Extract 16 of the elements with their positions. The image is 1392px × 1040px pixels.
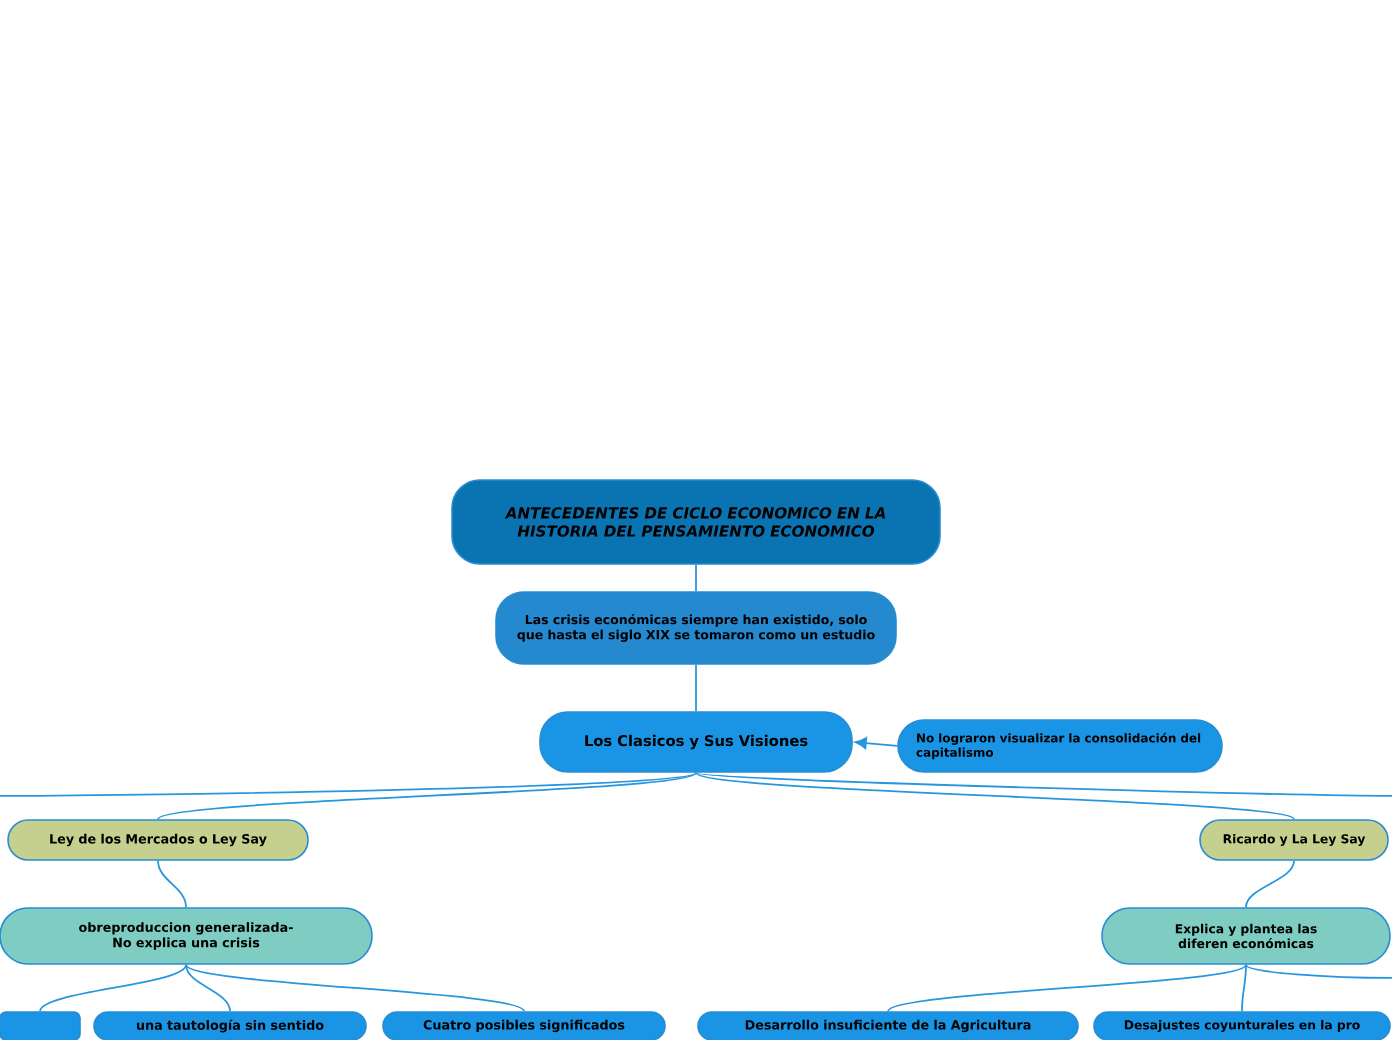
connector (695, 563, 697, 593)
connector (157, 859, 187, 909)
connector (0, 771, 697, 797)
connector (157, 771, 697, 821)
connector (695, 663, 697, 713)
connector (1245, 963, 1392, 979)
connector (39, 963, 187, 1013)
empty-box (0, 1011, 81, 1040)
connector (854, 737, 899, 750)
connector (695, 771, 1295, 821)
connector (1241, 963, 1247, 1013)
connector (1245, 859, 1295, 909)
connector (185, 963, 231, 1013)
connector (695, 771, 1392, 797)
connector (887, 963, 1247, 1013)
connector (185, 963, 525, 1013)
